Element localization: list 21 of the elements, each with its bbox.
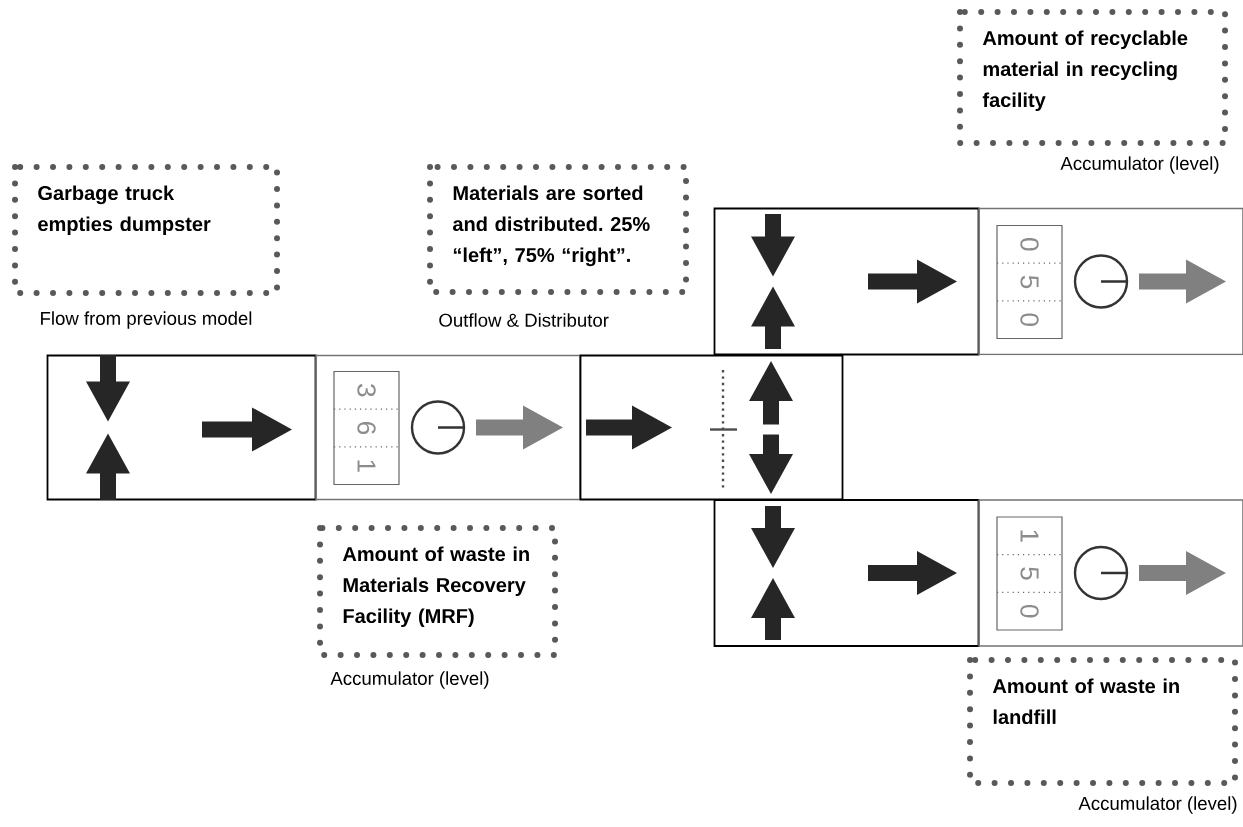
node-label: Flow from previous model [41, 311, 252, 329]
note-box: Garbage truck empties dumpster [12, 164, 280, 296]
note-box: Amount of waste in Materials Recovery Facility (MRF) [317, 525, 558, 658]
block [579, 354, 844, 501]
node-label: Accumulator (level) [1078, 796, 1237, 814]
counter-digit: 1 [1020, 530, 1039, 542]
counter-digit: 0 [1020, 238, 1039, 251]
note-box: Amount of recyclable material in recycling facility [957, 9, 1228, 146]
note-box: Materials are sorted and distributed. 25% “left”, 75% “right”. [427, 164, 689, 295]
counter-digit: 6 [357, 422, 376, 435]
node-label: Outflow & Distributor [439, 313, 609, 327]
counter-digit: 5 [1020, 567, 1039, 580]
counter-digit: 0 [1020, 605, 1039, 618]
note-box: Amount of waste in landfill [967, 657, 1238, 786]
node-label: Accumulator (level) [1060, 156, 1219, 174]
accumulator-block [315, 354, 581, 501]
counter-digit: 0 [1020, 313, 1039, 326]
node-label: Accumulator (level) [330, 671, 489, 689]
counter-digit: 1 [357, 460, 376, 472]
counter-digit: 5 [1020, 275, 1039, 289]
counter-digit: 3 [357, 384, 376, 397]
